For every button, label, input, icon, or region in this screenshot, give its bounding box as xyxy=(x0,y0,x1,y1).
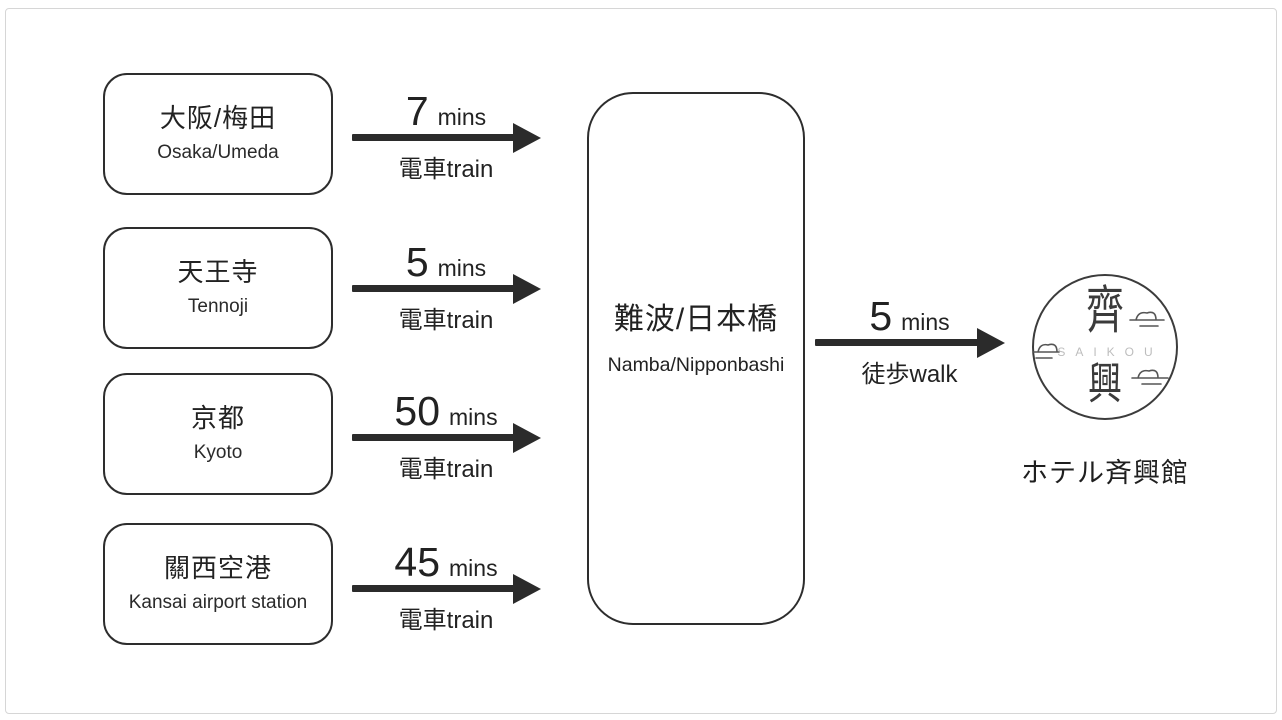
duration-unit: mins xyxy=(437,255,487,281)
cloud-motif-left-icon xyxy=(1032,343,1060,359)
hotel-logo: 齊 SAIKOU 興 xyxy=(1030,272,1180,422)
arrow-right-icon xyxy=(352,134,514,141)
hotel-logo-graphic xyxy=(1032,274,1178,420)
route-arrow-tennoji: 5 mins 電車train xyxy=(350,233,542,345)
duration-label: 45 mins xyxy=(350,542,542,583)
station-box-kyoto: 京都 Kyoto xyxy=(103,373,333,495)
duration-value: 7 xyxy=(405,88,429,134)
station-name-jp: 天王寺 xyxy=(177,257,259,288)
hotel-name: ホテル斉興館 xyxy=(1021,458,1189,488)
duration-unit: mins xyxy=(437,104,487,130)
cloud-motif-right-top-icon xyxy=(1129,311,1165,327)
hub-name-jp: 難波/日本橋 xyxy=(613,303,779,336)
station-name-en: Kyoto xyxy=(193,442,243,463)
arrow-right-icon xyxy=(815,339,978,346)
duration-label: 50 mins xyxy=(350,391,542,432)
logo-romaji-text: SAIKOU xyxy=(1057,345,1163,359)
route-arrow-kyoto: 50 mins 電車train xyxy=(350,382,542,494)
duration-value: 45 xyxy=(394,539,441,585)
duration-unit: mins xyxy=(449,555,498,581)
station-box-kansai-airport: 關西空港 Kansai airport station xyxy=(103,523,333,645)
station-name-en: Osaka/Umeda xyxy=(157,142,279,163)
duration-value: 5 xyxy=(869,293,893,339)
hub-name-en: Namba/Nipponbashi xyxy=(607,354,785,376)
logo-character-top: 齊 xyxy=(1086,280,1124,340)
logo-circle xyxy=(1032,274,1178,420)
station-box-tennoji: 天王寺 Tennoji xyxy=(103,227,333,349)
station-name-en: Kansai airport station xyxy=(128,592,308,613)
arrow-right-icon xyxy=(352,585,514,592)
transport-mode-label: 電車train xyxy=(398,307,494,334)
duration-label: 7 mins xyxy=(350,91,542,132)
logo-character-bottom: 興 xyxy=(1088,359,1122,409)
route-arrow-osaka-umeda: 7 mins 電車train xyxy=(350,82,542,194)
station-box-osaka-umeda: 大阪/梅田 Osaka/Umeda xyxy=(103,73,333,195)
station-name-jp: 關西空港 xyxy=(163,553,272,584)
duration-unit: mins xyxy=(449,404,498,430)
station-name-en: Tennoji xyxy=(187,296,249,317)
cloud-motif-right-bottom-icon xyxy=(1131,369,1169,385)
station-name-jp: 京都 xyxy=(190,403,245,434)
transport-mode-label: 電車train xyxy=(398,456,494,483)
duration-label: 5 mins xyxy=(350,242,542,283)
transport-mode-label: 電車train xyxy=(398,156,494,183)
route-arrow-kansai-airport: 45 mins 電車train xyxy=(350,533,542,645)
transport-mode-label: 電車train xyxy=(398,607,494,634)
duration-unit: mins xyxy=(901,309,950,335)
duration-value: 5 xyxy=(405,239,429,285)
arrow-right-icon xyxy=(352,434,514,441)
transport-mode-label: 徒歩walk xyxy=(861,361,958,388)
hub-box-namba-nipponbashi: 難波/日本橋 Namba/Nipponbashi xyxy=(587,92,805,625)
arrow-right-icon xyxy=(352,285,514,292)
duration-value: 50 xyxy=(394,388,441,434)
station-name-jp: 大阪/梅田 xyxy=(159,103,277,134)
walk-arrow-to-hotel: 5 mins 徒歩walk xyxy=(813,287,1006,399)
duration-label: 5 mins xyxy=(813,296,1006,337)
